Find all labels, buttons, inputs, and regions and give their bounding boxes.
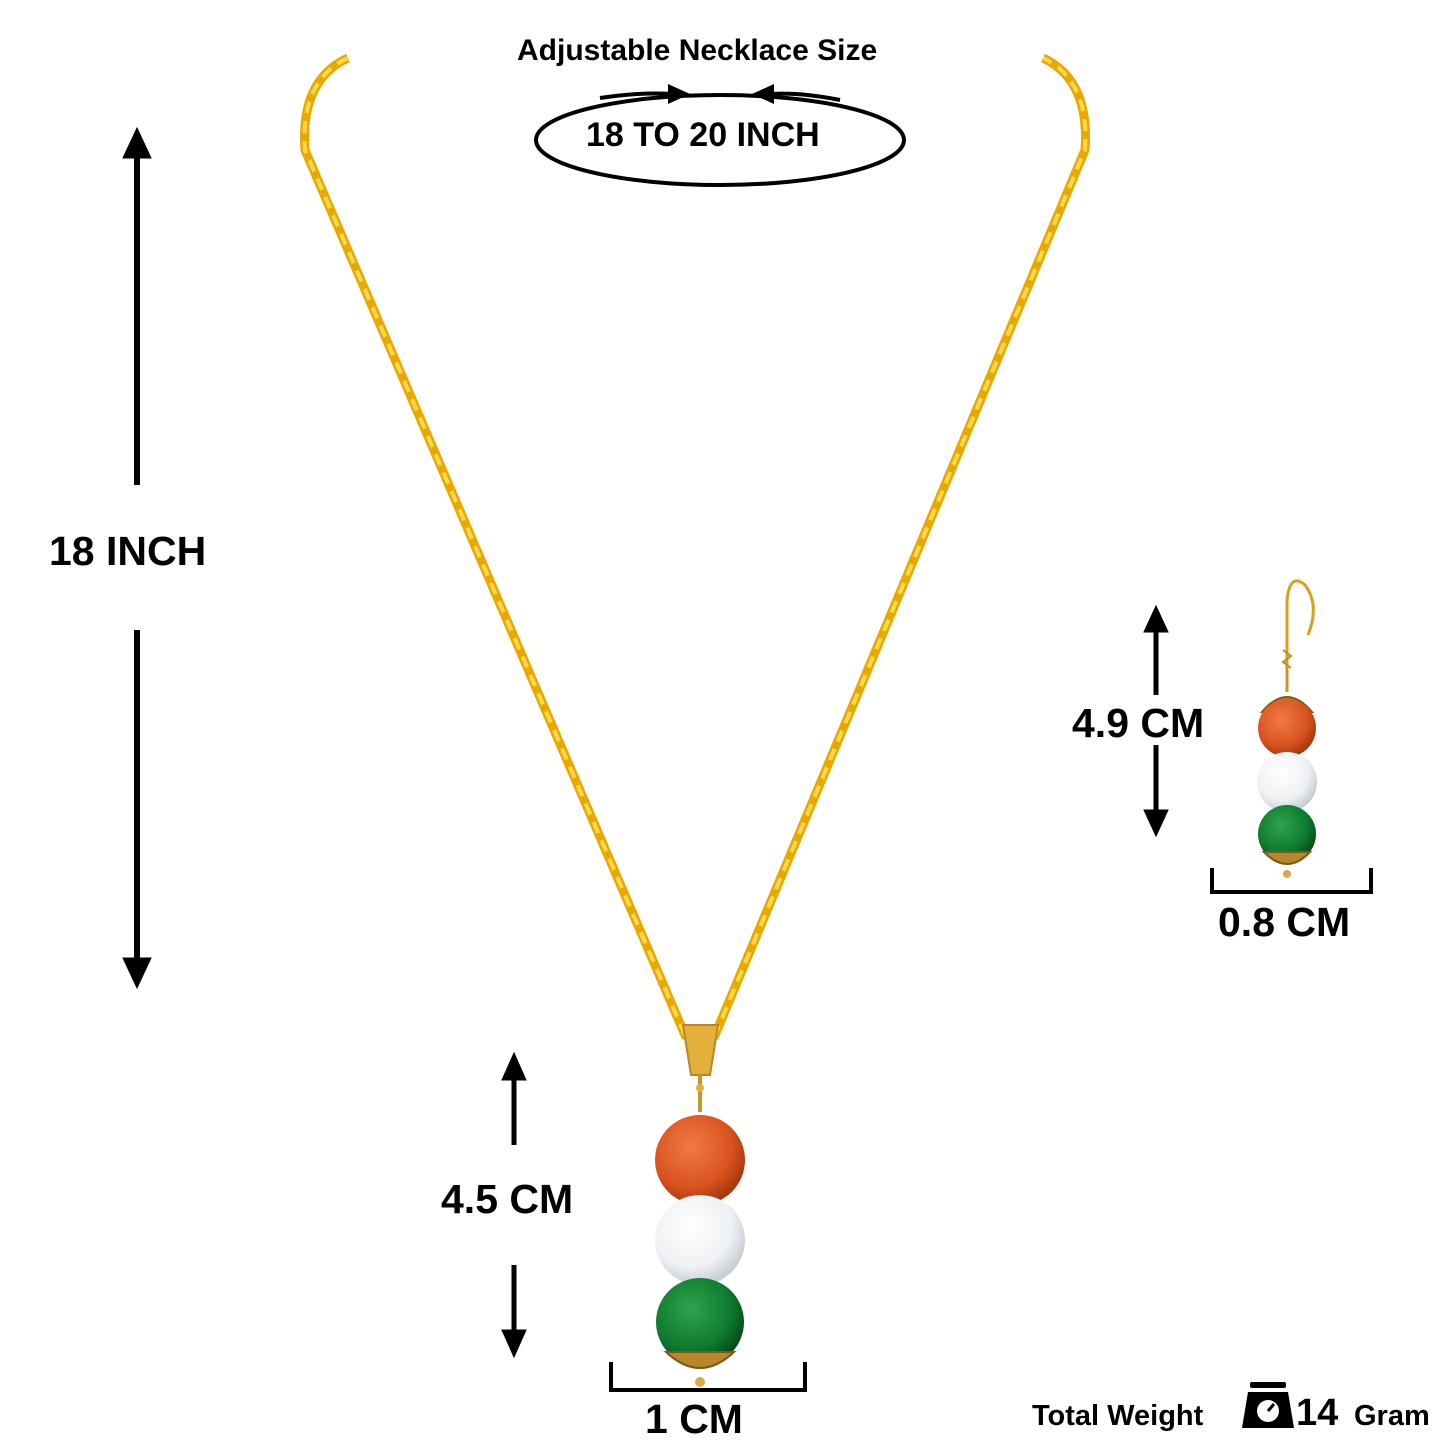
earring-bead-green	[1258, 805, 1316, 863]
earring-bead-orange	[1258, 699, 1316, 757]
earring-bead-white	[1257, 752, 1317, 812]
weighing-scale-icon	[1242, 1382, 1294, 1428]
necklace-length-label: 18 INCH	[49, 528, 207, 574]
pendant-width-bracket	[609, 1362, 807, 1392]
pendant-width-label: 1 CM	[645, 1396, 743, 1442]
pendant-bead-orange	[655, 1115, 745, 1205]
adjustable-size-oval	[534, 84, 906, 187]
earring-width-label: 0.8 CM	[1218, 899, 1351, 945]
total-weight-label: Total Weight	[1032, 1400, 1204, 1432]
length-dimension-arrow	[122, 126, 152, 990]
pendant-bead-green	[656, 1278, 744, 1366]
pendant-bead-white	[655, 1195, 745, 1285]
earring-width-bracket	[1210, 868, 1373, 894]
total-weight-value: 14	[1296, 1392, 1339, 1434]
earring	[1257, 579, 1317, 878]
pendant	[655, 1024, 745, 1387]
pendant-height-label: 4.5 CM	[441, 1176, 574, 1222]
pendant-height-arrow	[501, 1051, 527, 1359]
total-weight-unit: Gram	[1354, 1400, 1430, 1432]
adjustable-size-range: 18 TO 20 INCH	[586, 116, 820, 154]
earring-height-label: 4.9 CM	[1072, 700, 1205, 746]
necklace-chain	[300, 53, 1090, 1040]
earring-height-arrow	[1143, 604, 1169, 838]
adjustable-size-title: Adjustable Necklace Size	[517, 34, 878, 67]
